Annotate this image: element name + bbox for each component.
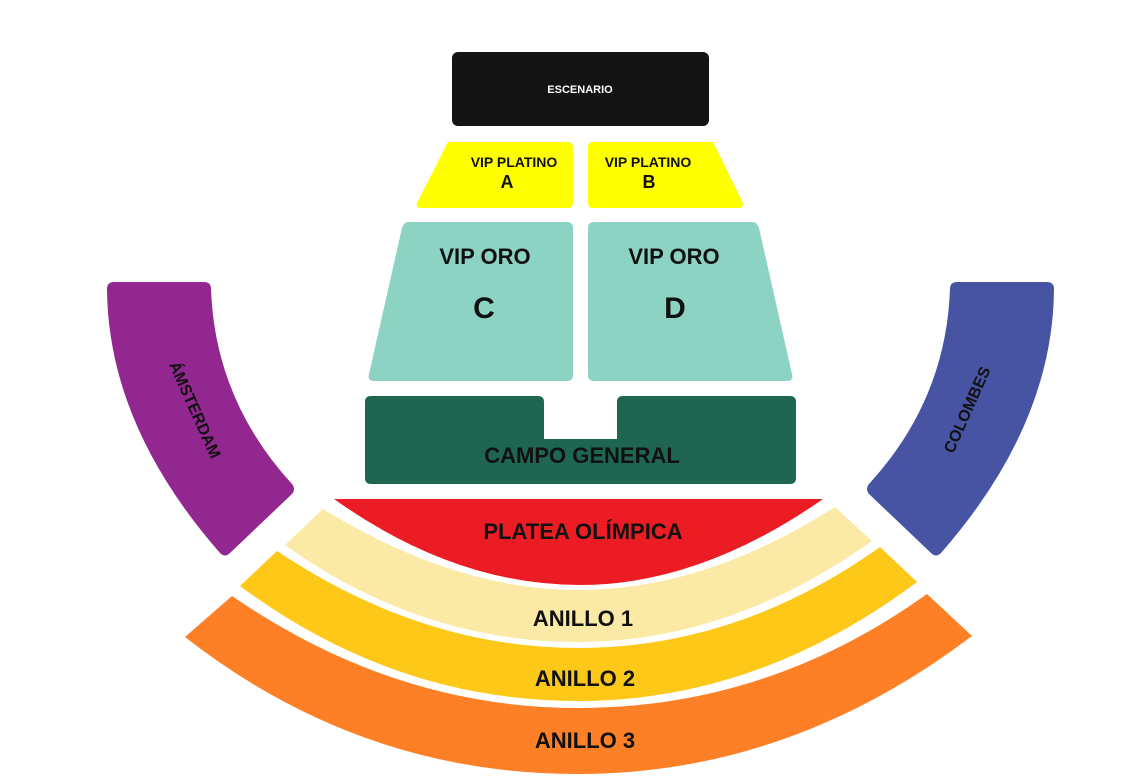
platea-olimpica-area[interactable]	[334, 499, 823, 585]
vip-platino-b-area[interactable]	[588, 142, 743, 208]
section-amsterdam[interactable]: ÁMSTERDAM	[107, 282, 294, 556]
amsterdam-area[interactable]	[107, 282, 294, 556]
section-campo-general[interactable]: CAMPO GENERAL	[365, 396, 796, 484]
anillo-3-area[interactable]	[185, 594, 972, 774]
vip-oro-d-area[interactable]	[588, 222, 793, 381]
section-vip-platino-a[interactable]: VIP PLATINO A	[416, 142, 573, 208]
section-colombes[interactable]: COLOMBES	[867, 282, 1054, 556]
section-vip-platino-b[interactable]: VIP PLATINO B	[588, 142, 743, 208]
stage-block	[452, 52, 709, 126]
vip-platino-a-area[interactable]	[416, 142, 573, 208]
colombes-area[interactable]	[867, 282, 1054, 556]
section-vip-oro-c[interactable]: VIP ORO C	[368, 222, 573, 381]
anillo-1-area[interactable]	[285, 507, 872, 642]
section-vip-oro-d[interactable]: VIP ORO D	[588, 222, 793, 381]
anillo-2-area[interactable]	[240, 547, 917, 701]
campo-general-area[interactable]	[365, 396, 796, 484]
stage: ESCENARIO	[452, 52, 709, 126]
vip-oro-c-area[interactable]	[368, 222, 573, 381]
